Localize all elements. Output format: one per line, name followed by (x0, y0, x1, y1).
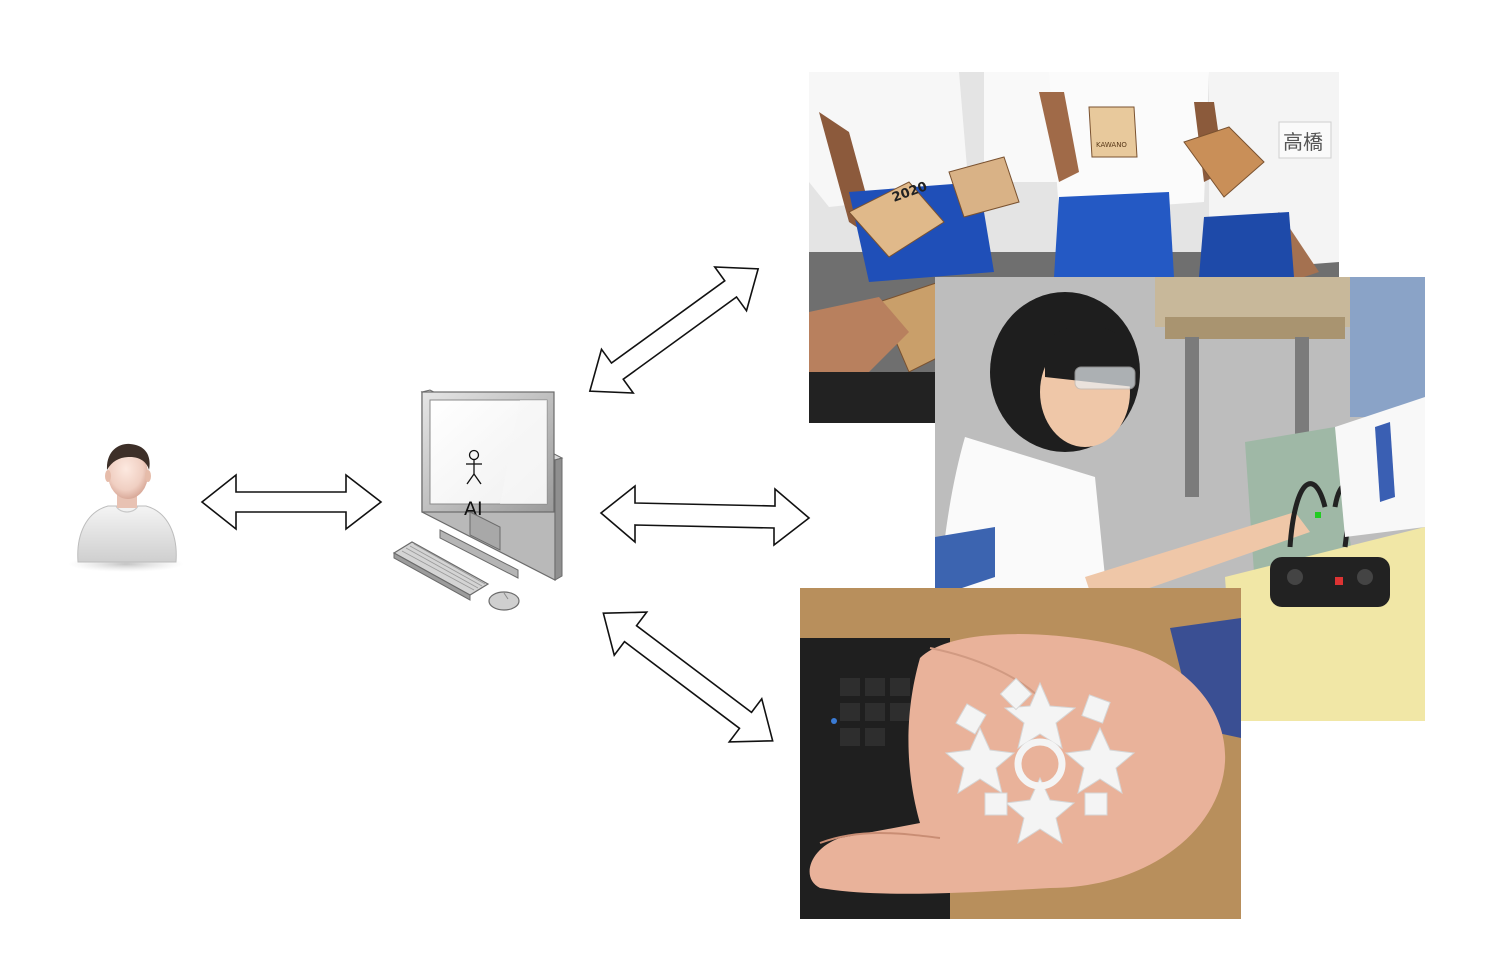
mouse-icon (488, 591, 520, 611)
computer-icon: AI (390, 388, 564, 618)
user-avatar-icon (68, 440, 188, 575)
name-tag-text: 高橋 (1283, 130, 1323, 154)
photo-3d-printed-stars (800, 588, 1241, 919)
stick-figure-icon (466, 449, 482, 485)
bidirectional-arrow-ai-photo-bottom (602, 611, 774, 743)
bidirectional-arrow-ai-photo-top (588, 266, 760, 394)
ai-label: AI (464, 498, 483, 520)
bidirectional-arrow-ai-photo-middle (599, 484, 811, 547)
bidirectional-arrow-user-ai (200, 473, 383, 531)
box-name-text: KAWANO (1096, 141, 1127, 149)
keyboard-icon (392, 541, 490, 601)
